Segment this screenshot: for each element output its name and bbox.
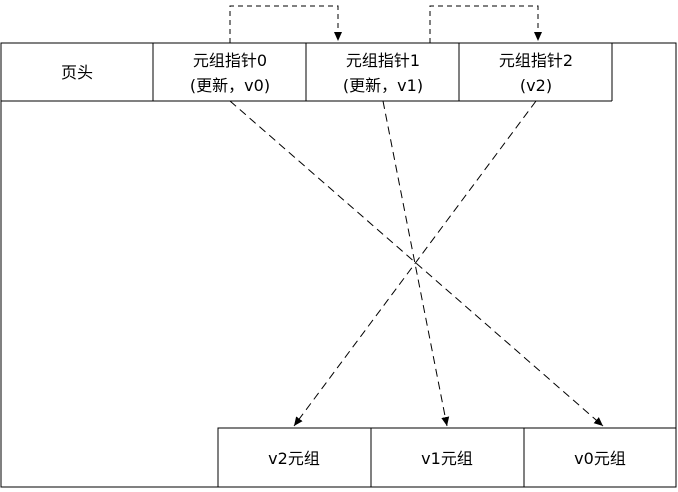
tuple-pointer-0-info: (更新，v0) xyxy=(190,76,270,95)
pointer-0-to-v0-arrow xyxy=(229,100,604,427)
tuple-pointer-1-cell: 元组指针1 (更新，v1) xyxy=(343,43,460,101)
tuple-pointer-0-title: 元组指针0 xyxy=(193,51,267,70)
tuple-pointer-2-title: 元组指针2 xyxy=(499,51,573,70)
tuple-v2-label: v2元组 xyxy=(268,449,320,468)
tuple-v0-label: v0元组 xyxy=(574,449,626,468)
tuple-v1-label: v1元组 xyxy=(421,449,473,468)
page-header-cell: 页头 xyxy=(61,43,154,101)
tuple-pointer-2-cell: 元组指针2 (v2) xyxy=(499,51,573,95)
page-outline xyxy=(0,42,677,488)
tuple-pointer-2-info: (v2) xyxy=(520,76,552,95)
tuple-area: v2元组 v1元组 v0元组 xyxy=(217,427,677,488)
update-chain-arrow-0-to-1 xyxy=(229,5,342,43)
tuple-row-outline xyxy=(217,427,677,488)
tuple-pointer-1-info: (更新，v1) xyxy=(343,76,423,95)
pointer-1-to-v1-arrow xyxy=(382,100,450,427)
page-header-label: 页头 xyxy=(61,63,93,82)
update-chain-arrow-1-to-2 xyxy=(429,5,542,43)
tuple-pointer-1-title: 元组指针1 xyxy=(346,51,420,70)
pointer-2-to-v2-arrow xyxy=(293,100,537,427)
tuple-pointer-0-cell: 元组指针0 (更新，v0) xyxy=(190,43,307,101)
